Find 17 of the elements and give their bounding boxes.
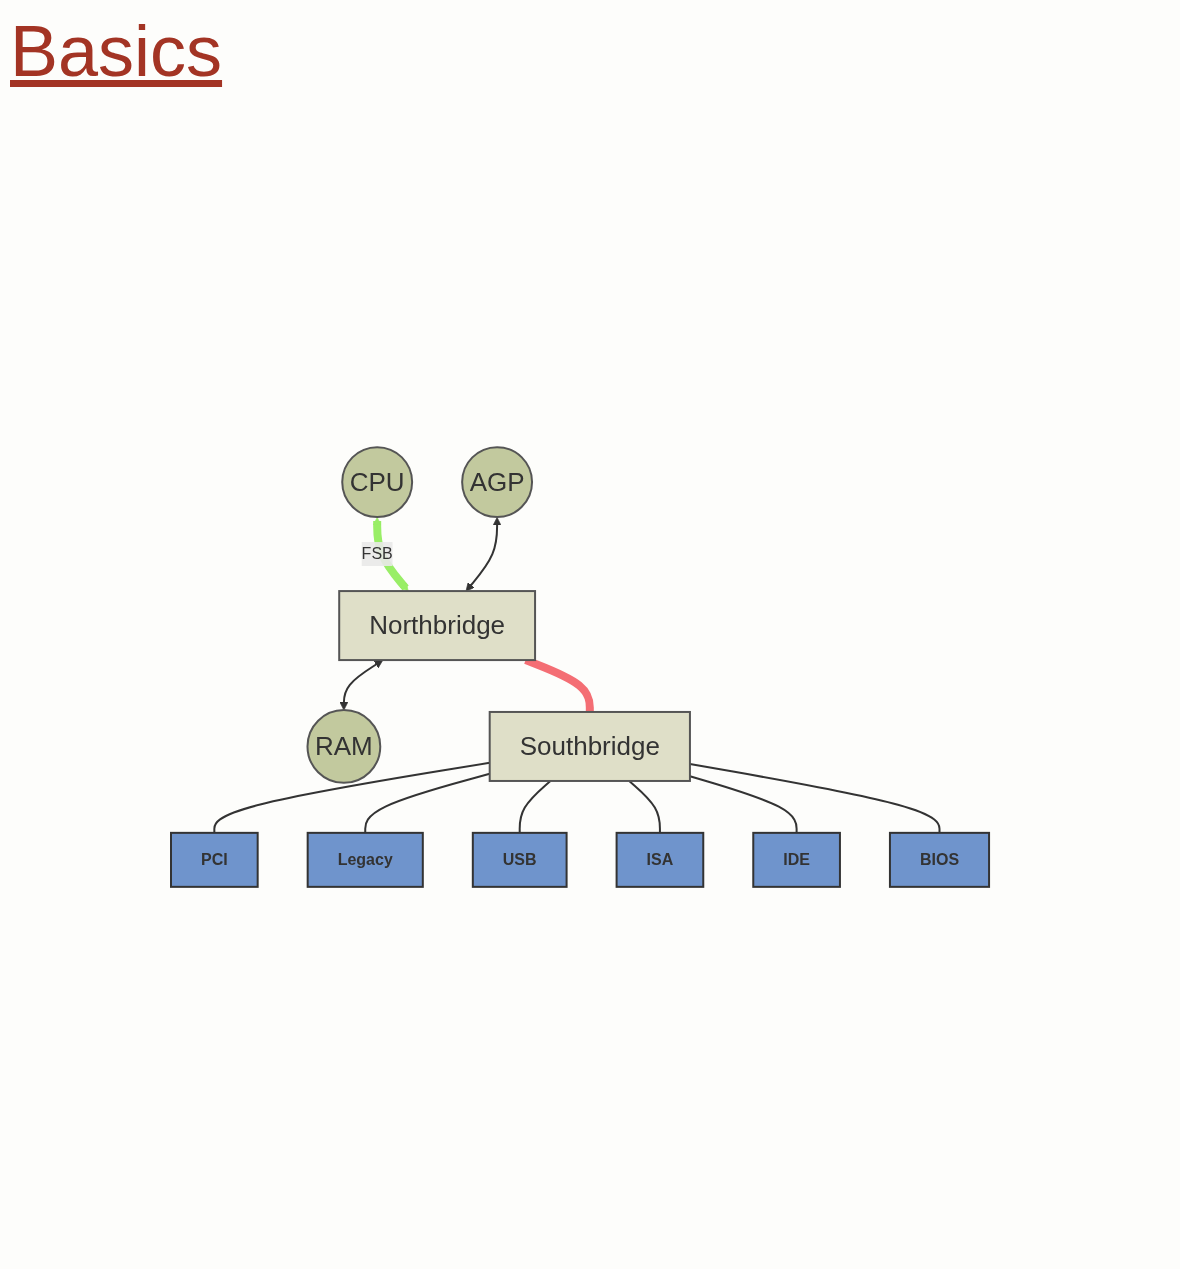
arrow: [339, 659, 384, 711]
node-box: Southbridge: [488, 710, 691, 782]
title: Basics: [10, 10, 223, 92]
node-circle: CPU: [341, 446, 414, 519]
node-box: ISA: [615, 831, 705, 888]
arrow: [465, 517, 502, 592]
node-box: Northbridge: [338, 590, 537, 662]
node-circle: AGP: [461, 446, 533, 519]
node-box: USB: [471, 831, 568, 888]
connector: [628, 779, 661, 834]
node-box: Legacy: [306, 831, 424, 888]
connector: [518, 779, 552, 834]
node-box: BIOS: [888, 831, 991, 888]
node-circle: RAM: [306, 709, 382, 784]
node-box: IDE: [752, 831, 841, 888]
node-box: PCI: [169, 831, 259, 888]
edge-label: FSB: [361, 545, 393, 563]
